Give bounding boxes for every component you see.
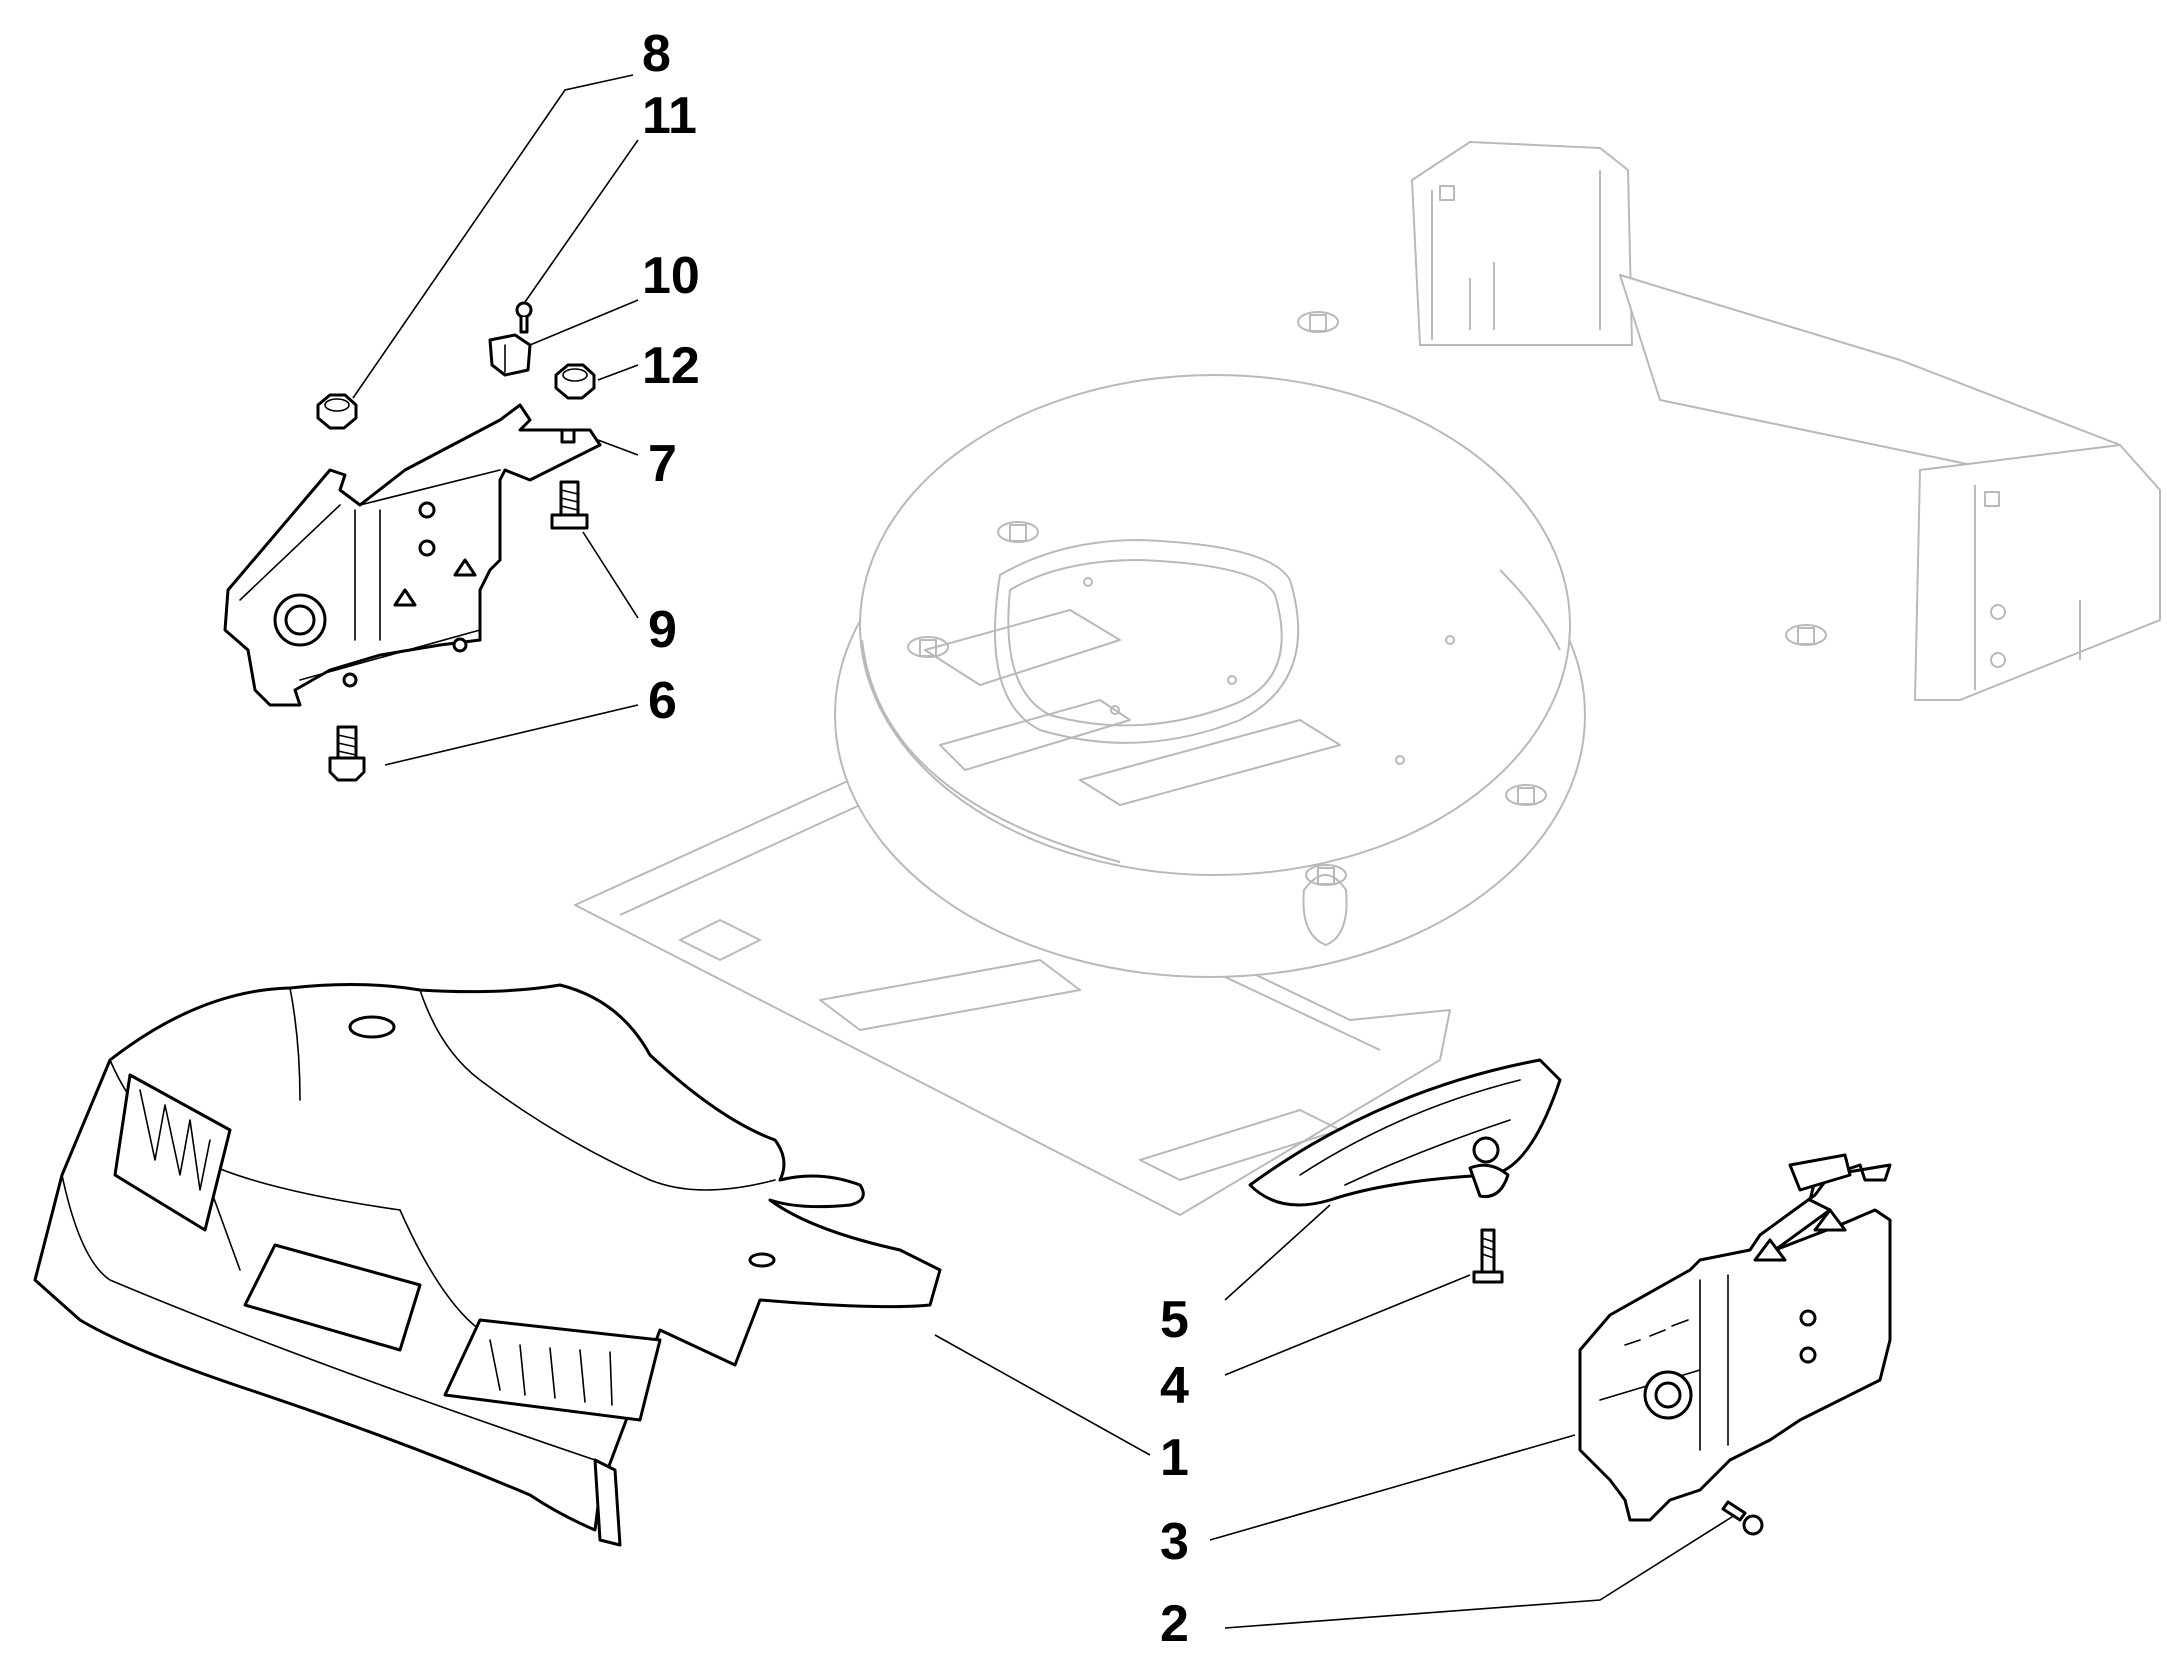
part-3-right-bracket (1578, 1153, 1892, 1522)
callout-12: 12 (642, 337, 700, 395)
part-6-bolt (328, 725, 366, 782)
part-1-front-cover (33, 982, 942, 1547)
part-9-bolt (550, 480, 589, 530)
part-10-clip (488, 333, 532, 377)
part-5-rear-guard (1248, 1058, 1562, 1207)
leader-7 (597, 439, 639, 456)
part-4-screw (1472, 1228, 1504, 1284)
leader-5 (1224, 1204, 1331, 1301)
callout-5: 5 (1160, 1291, 1189, 1349)
callout-11: 11 (642, 87, 697, 145)
callout-7: 7 (648, 435, 677, 493)
part-7-left-bracket (223, 403, 602, 707)
callout-6: 6 (648, 672, 677, 730)
leader-12 (597, 364, 639, 381)
callout-2: 2 (1160, 1595, 1189, 1653)
callout-9: 9 (648, 601, 677, 659)
leader-3 (1209, 1434, 1576, 1541)
leader-10 (529, 299, 639, 346)
leader-lines (352, 74, 1736, 1629)
callout-3: 3 (1160, 1513, 1189, 1571)
part-2-screw (1721, 1500, 1764, 1536)
callout-1: 1 (1160, 1429, 1189, 1487)
ghosted-mower-deck (574, 141, 2161, 1216)
callout-10: 10 (642, 247, 700, 305)
leader-8 (352, 74, 634, 399)
leader-11 (524, 139, 639, 303)
leader-9 (582, 531, 639, 619)
part-8-nut (316, 393, 358, 430)
leader-6 (384, 704, 639, 766)
leader-1 (934, 1334, 1151, 1456)
part-11-screw (515, 301, 533, 334)
leader-2 (1224, 1514, 1736, 1629)
callout-8: 8 (642, 25, 671, 83)
part-12-nut (554, 363, 596, 400)
leader-4 (1224, 1274, 1471, 1376)
callout-4: 4 (1160, 1357, 1189, 1415)
